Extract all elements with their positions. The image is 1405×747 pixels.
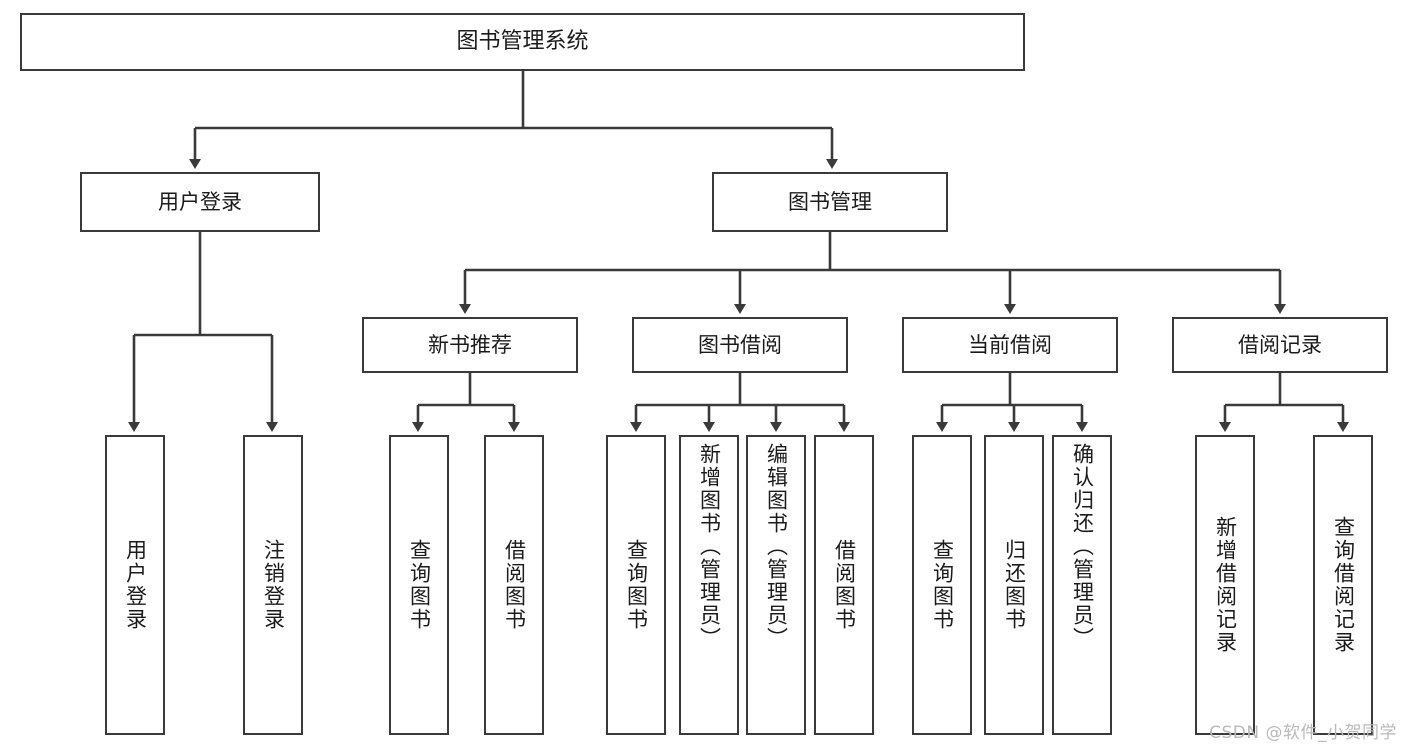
node-leaf-borrow-book-2[interactable]: 借阅图书 — [814, 435, 874, 735]
node-new-book-rec-label: 新书推荐 — [428, 332, 512, 357]
node-leaf-logout-label: 注销登录 — [261, 539, 286, 631]
node-book-borrow[interactable]: 图书借阅 — [632, 317, 848, 373]
node-leaf-add-book[interactable]: 新增图书（管理员） — [679, 435, 739, 735]
node-leaf-query-record-label: 查询借阅记录 — [1331, 516, 1356, 654]
node-current-borrow[interactable]: 当前借阅 — [902, 317, 1118, 373]
node-leaf-query-book-3[interactable]: 查询图书 — [912, 435, 972, 735]
node-leaf-query-book-1[interactable]: 查询图书 — [389, 435, 449, 735]
node-leaf-add-book-label: 新增图书（管理员） — [697, 443, 722, 650]
node-root[interactable]: 图书管理系统 — [20, 13, 1025, 71]
node-leaf-query-book-2-label: 查询图书 — [624, 539, 649, 631]
node-leaf-logout[interactable]: 注销登录 — [243, 435, 303, 735]
node-root-label: 图书管理系统 — [456, 29, 589, 55]
node-leaf-return-book-label: 归还图书 — [1002, 539, 1027, 631]
node-leaf-query-record[interactable]: 查询借阅记录 — [1313, 435, 1373, 735]
node-leaf-user-login[interactable]: 用户登录 — [105, 435, 165, 735]
node-leaf-borrow-book-1[interactable]: 借阅图书 — [484, 435, 544, 735]
watermark: CSDN @软件_小贺同学 — [1209, 723, 1397, 743]
node-leaf-user-login-label: 用户登录 — [123, 539, 148, 631]
node-leaf-add-record-label: 新增借阅记录 — [1213, 516, 1238, 654]
node-book-manage[interactable]: 图书管理 — [712, 172, 948, 232]
node-leaf-borrow-book-2-label: 借阅图书 — [832, 539, 857, 631]
node-leaf-return-book[interactable]: 归还图书 — [984, 435, 1044, 735]
node-leaf-query-book-3-label: 查询图书 — [930, 539, 955, 631]
node-leaf-query-book-2[interactable]: 查询图书 — [606, 435, 666, 735]
node-leaf-edit-book[interactable]: 编辑图书（管理员） — [746, 435, 806, 735]
node-borrow-record[interactable]: 借阅记录 — [1172, 317, 1388, 373]
node-leaf-confirm-return[interactable]: 确认归还（管理员） — [1052, 435, 1112, 735]
node-current-borrow-label: 当前借阅 — [968, 332, 1052, 357]
node-leaf-query-book-1-label: 查询图书 — [407, 539, 432, 631]
node-book-borrow-label: 图书借阅 — [698, 332, 782, 357]
node-leaf-confirm-return-label: 确认归还（管理员） — [1070, 443, 1095, 650]
node-user-login[interactable]: 用户登录 — [80, 172, 320, 232]
node-leaf-edit-book-label: 编辑图书（管理员） — [764, 443, 789, 650]
node-leaf-add-record[interactable]: 新增借阅记录 — [1195, 435, 1255, 735]
node-user-login-label: 用户登录 — [158, 189, 242, 214]
node-book-manage-label: 图书管理 — [788, 189, 872, 214]
node-leaf-borrow-book-1-label: 借阅图书 — [502, 539, 527, 631]
node-new-book-rec[interactable]: 新书推荐 — [362, 317, 578, 373]
node-borrow-record-label: 借阅记录 — [1238, 332, 1322, 357]
